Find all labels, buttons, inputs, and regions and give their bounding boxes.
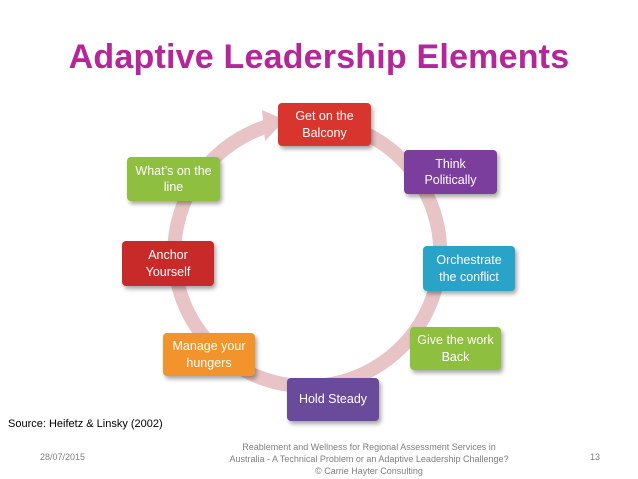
node-label: Anchor Yourself — [145, 248, 191, 279]
node-label: Orchestrate the conflict — [436, 253, 502, 284]
node-whats-on-the-line: What’s on the line — [127, 157, 220, 201]
node-give-the-work-back: Give the work Back — [410, 327, 501, 370]
source-citation: Source: Heifetz & Linsky (2002) — [8, 418, 163, 430]
footer-date: 28/07/2015 — [40, 452, 86, 462]
node-label: Give the work Back — [417, 333, 494, 364]
footer-text: Reablement and Wellness for Regional Ass… — [229, 442, 509, 477]
node-label: Get on the Balcony — [295, 109, 354, 140]
node-anchor-yourself: Anchor Yourself — [122, 241, 214, 286]
node-label: Hold Steady — [298, 392, 368, 407]
node-label: Think Politically — [424, 156, 477, 187]
slide-title: Adaptive Leadership Elements — [68, 38, 570, 76]
node-get-on-the-balcony: Get on the Balcony — [278, 103, 371, 146]
node-hold-steady: Hold Steady — [287, 378, 379, 421]
node-label: What’s on the line — [135, 163, 212, 194]
node-manage-your-hungers: Manage your hungers — [163, 333, 255, 376]
node-orchestrate-the-conflict: Orchestrate the conflict — [423, 246, 515, 291]
node-label: Manage your hungers — [172, 339, 246, 370]
page-number: 13 — [590, 452, 601, 462]
node-think-politically: Think Politically — [404, 150, 497, 194]
